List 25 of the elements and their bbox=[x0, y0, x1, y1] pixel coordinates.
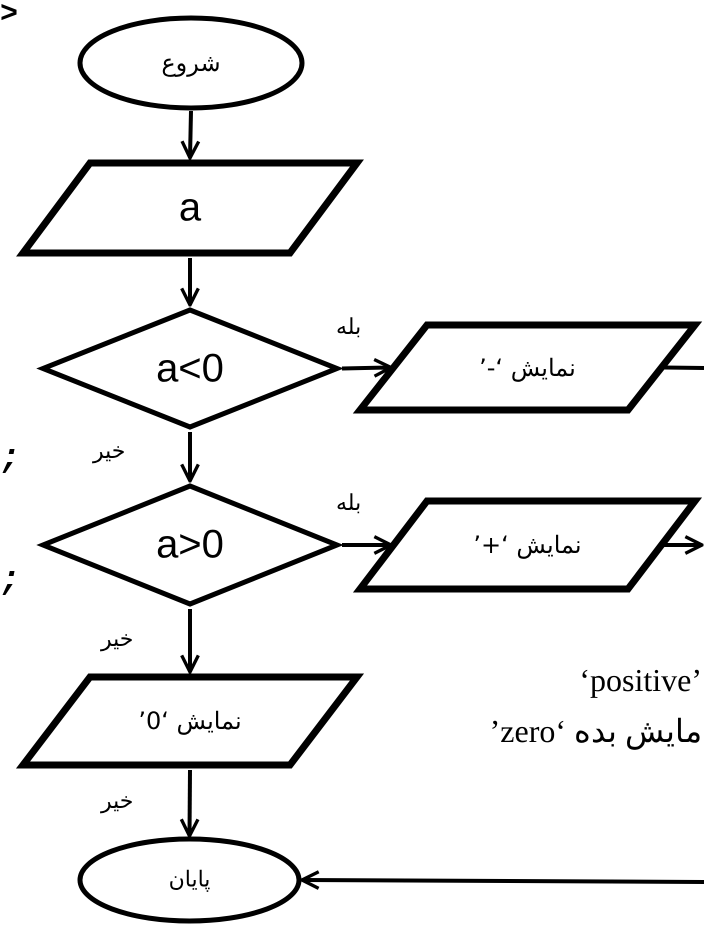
node-text: شروع bbox=[160, 49, 222, 77]
connector-line bbox=[664, 366, 704, 370]
node-text: پایان bbox=[168, 868, 212, 892]
arrow bbox=[342, 535, 393, 555]
node-text: نمایش ‘-’ bbox=[478, 354, 577, 382]
node-text: نمایش ‘0’ bbox=[137, 707, 243, 735]
arrow bbox=[180, 110, 200, 160]
arrow bbox=[342, 358, 393, 378]
arrow bbox=[664, 535, 704, 555]
node-text: a<0 bbox=[155, 346, 225, 391]
arrow bbox=[300, 870, 704, 890]
edge-label: بله bbox=[335, 316, 362, 340]
node-text: a bbox=[178, 186, 202, 230]
punctuation-fragment: > bbox=[0, 0, 18, 32]
punctuation-fragment: ; bbox=[0, 562, 20, 600]
punctuation-fragment: ; bbox=[0, 440, 20, 478]
arrow bbox=[180, 770, 200, 838]
node-text: نمایش ‘+’ bbox=[472, 531, 583, 559]
node-text: a>0 bbox=[155, 522, 225, 568]
arrow bbox=[180, 258, 200, 307]
arrow bbox=[180, 432, 200, 483]
note-text: ‘positive’ bbox=[579, 662, 702, 699]
note-text: مایش بده ‘zero’ bbox=[490, 712, 702, 750]
edge-label: بله bbox=[335, 492, 362, 516]
arrow bbox=[180, 609, 200, 674]
